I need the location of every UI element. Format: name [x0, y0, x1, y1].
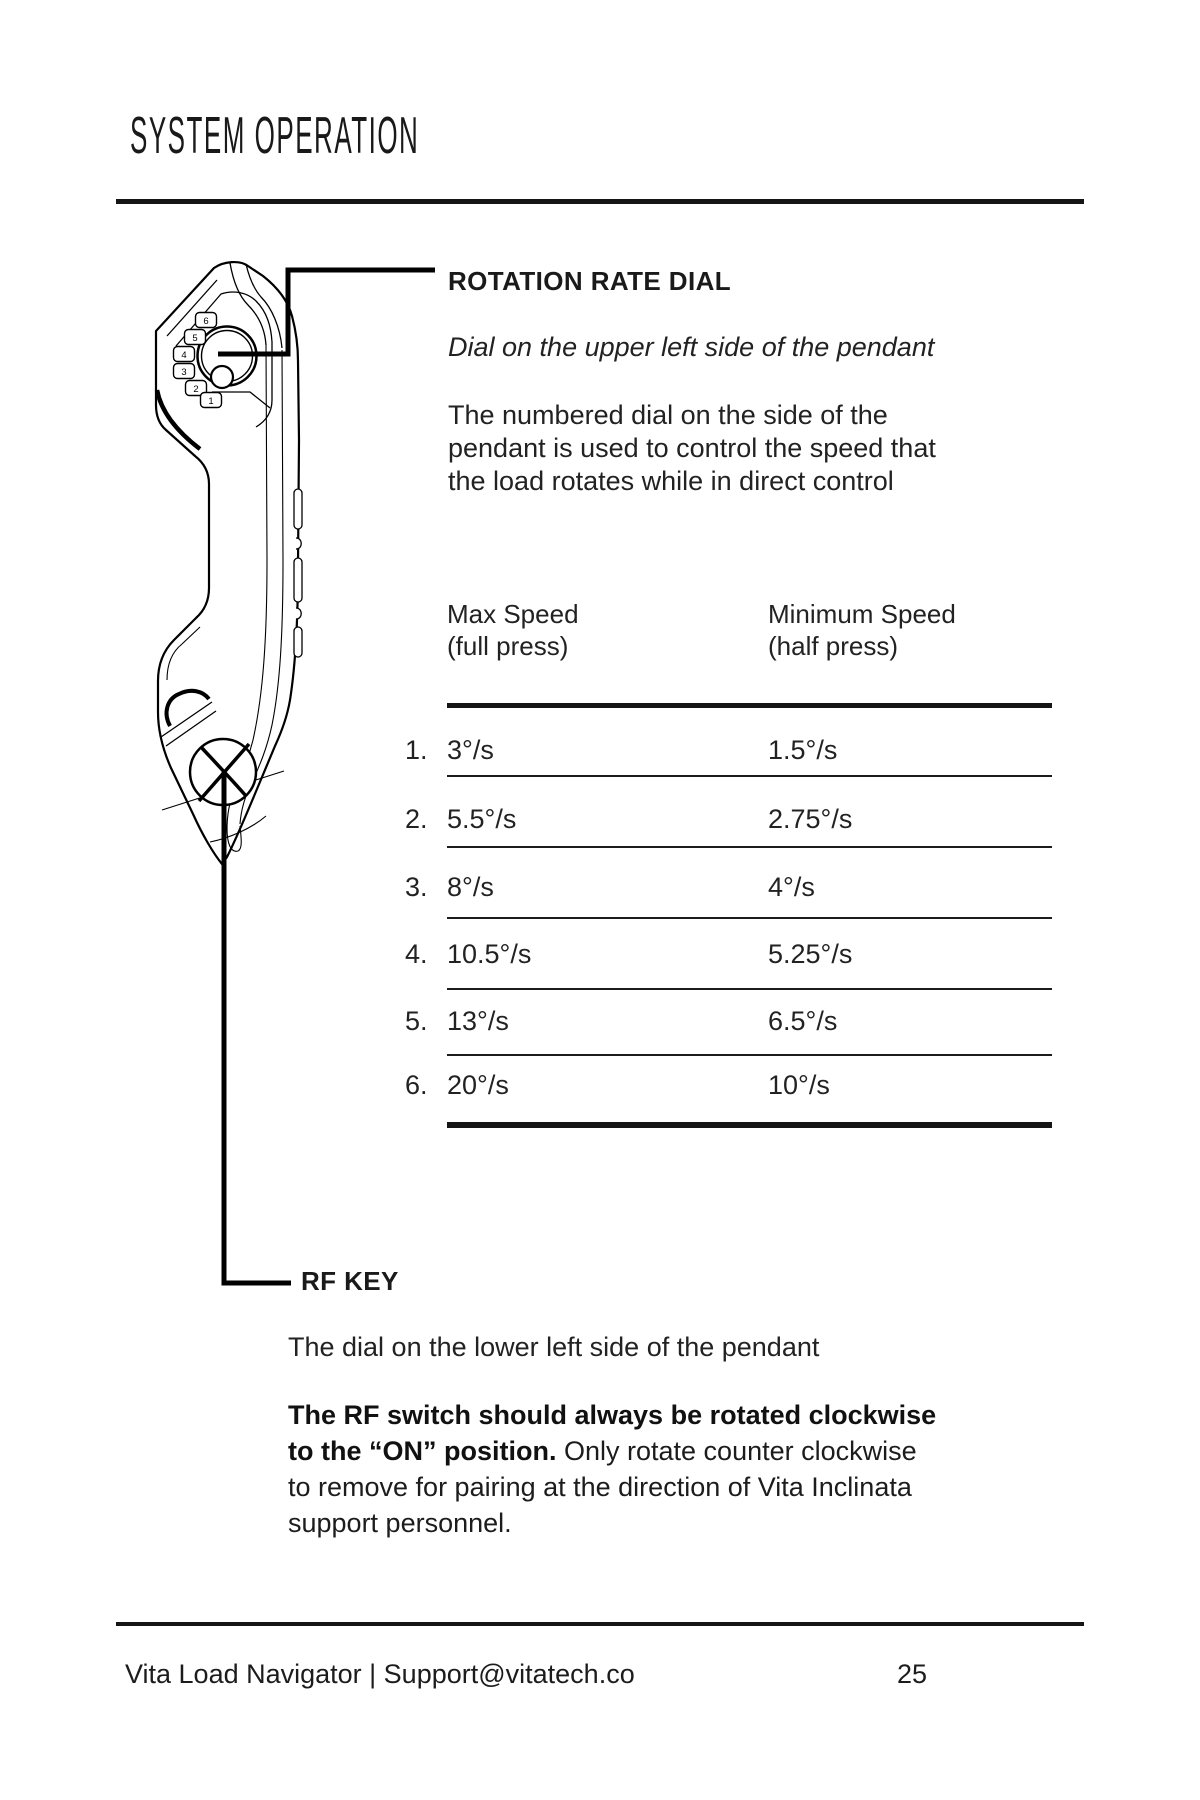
- rotation-dial-callout-line: [218, 267, 435, 357]
- cable-channel-line: [229, 262, 267, 346]
- rf-key-slot: [199, 745, 248, 798]
- side-button: [293, 488, 303, 530]
- table-min-value: 6.5°/s: [768, 1006, 838, 1036]
- max-speed-column-header: Max Speed (full press): [447, 599, 579, 661]
- bottom-line: [209, 815, 267, 843]
- table-row-separator: [447, 1054, 1052, 1056]
- table-row-separator: [447, 988, 1052, 990]
- rf-key-heading: RF KEY: [301, 1266, 399, 1296]
- warning-line: to the “ON” position. Only rotate counte…: [288, 1436, 917, 1466]
- table-min-value: 2.75°/s: [768, 804, 853, 834]
- clip-accent: [164, 688, 211, 727]
- table-min-value: 5.25°/s: [768, 939, 853, 969]
- contour-line: [175, 291, 273, 428]
- title-divider: [116, 199, 1084, 204]
- dial-number-tab-4: 4: [172, 345, 196, 363]
- page-title: SYSTEM OPERATION: [130, 107, 420, 165]
- pendant-diagram: 6 5 4 3 2 1: [154, 261, 435, 1286]
- description-line: pendant is used to control the speed tha…: [448, 433, 936, 463]
- page-number: 25: [897, 1659, 928, 1689]
- cable-channel-line: [245, 263, 283, 349]
- table-max-value: 5.5°/s: [447, 804, 517, 834]
- rotation-dial-subheading: Dial on the upper left side of the penda…: [448, 332, 935, 362]
- description-line: The numbered dial on the side of the: [448, 400, 888, 430]
- table-row-number: 4.: [405, 939, 428, 969]
- footer-divider: [116, 1622, 1084, 1626]
- table-min-value: 1.5°/s: [768, 735, 838, 765]
- table-top-rule: [447, 703, 1052, 708]
- grip-accent: [154, 389, 202, 451]
- min-speed-column-header: Minimum Speed (half press): [768, 599, 956, 661]
- dial-number-tab-3: 3: [172, 362, 196, 380]
- table-row-number: 1.: [405, 735, 428, 765]
- rotation-dial-description: The numbered dial on the side of the pen…: [448, 399, 936, 498]
- side-button: [293, 557, 303, 603]
- dial-number-tab-1: 1: [199, 391, 223, 409]
- rotation-rate-dial-heading: ROTATION RATE DIAL: [448, 266, 732, 296]
- rf-key-description: The dial on the lower left side of the p…: [288, 1332, 820, 1362]
- table-max-value: 10.5°/s: [447, 939, 532, 969]
- table-row-separator: [447, 846, 1052, 848]
- table-min-value: 10°/s: [768, 1070, 830, 1100]
- description-line: the load rotates while in direct control: [448, 466, 894, 496]
- dial-number-tab-5: 5: [183, 328, 207, 346]
- rf-key-warning: The RF switch should always be rotated c…: [288, 1397, 936, 1541]
- table-row-separator: [447, 775, 1052, 777]
- svg-text:4: 4: [181, 350, 186, 361]
- side-button: [293, 626, 303, 658]
- dial-number-tab-6: 6: [194, 311, 218, 329]
- svg-text:6: 6: [203, 316, 208, 327]
- dial-number-tab-2: 2: [184, 379, 208, 397]
- table-row-number: 5.: [405, 1006, 428, 1036]
- contour-line: [166, 279, 218, 337]
- contour-line: [166, 626, 201, 681]
- dial-notch: [209, 364, 235, 390]
- clip-line: [165, 710, 217, 747]
- table-bottom-rule: [447, 1122, 1052, 1128]
- svg-text:1: 1: [208, 396, 213, 407]
- table-max-value: 13°/s: [447, 1006, 509, 1036]
- table-row-separator: [447, 917, 1052, 919]
- table-row-number: 3.: [405, 872, 428, 902]
- warning-line: The RF switch should always be rotated c…: [288, 1400, 937, 1430]
- warning-line: to remove for pairing at the direction o…: [288, 1472, 912, 1502]
- svg-text:5: 5: [192, 333, 197, 344]
- table-row-number: 6.: [405, 1070, 428, 1100]
- table-min-value: 4°/s: [768, 872, 815, 902]
- table-max-value: 20°/s: [447, 1070, 509, 1100]
- svg-text:2: 2: [193, 384, 198, 395]
- cable-channel-line: [226, 825, 242, 852]
- side-nub: [295, 537, 302, 550]
- contour-line: [212, 391, 271, 409]
- rf-key-callout-line: [221, 772, 291, 1286]
- warning-line: support personnel.: [288, 1508, 512, 1538]
- footer-text: Vita Load Navigator | Support@vitatech.c…: [125, 1659, 635, 1689]
- side-nub: [295, 607, 302, 620]
- pendant-outline: [154, 261, 301, 866]
- svg-text:3: 3: [181, 367, 186, 378]
- table-max-value: 8°/s: [447, 872, 494, 902]
- clip-line: [160, 701, 213, 738]
- table-row-number: 2.: [405, 804, 428, 834]
- table-max-value: 3°/s: [447, 735, 494, 765]
